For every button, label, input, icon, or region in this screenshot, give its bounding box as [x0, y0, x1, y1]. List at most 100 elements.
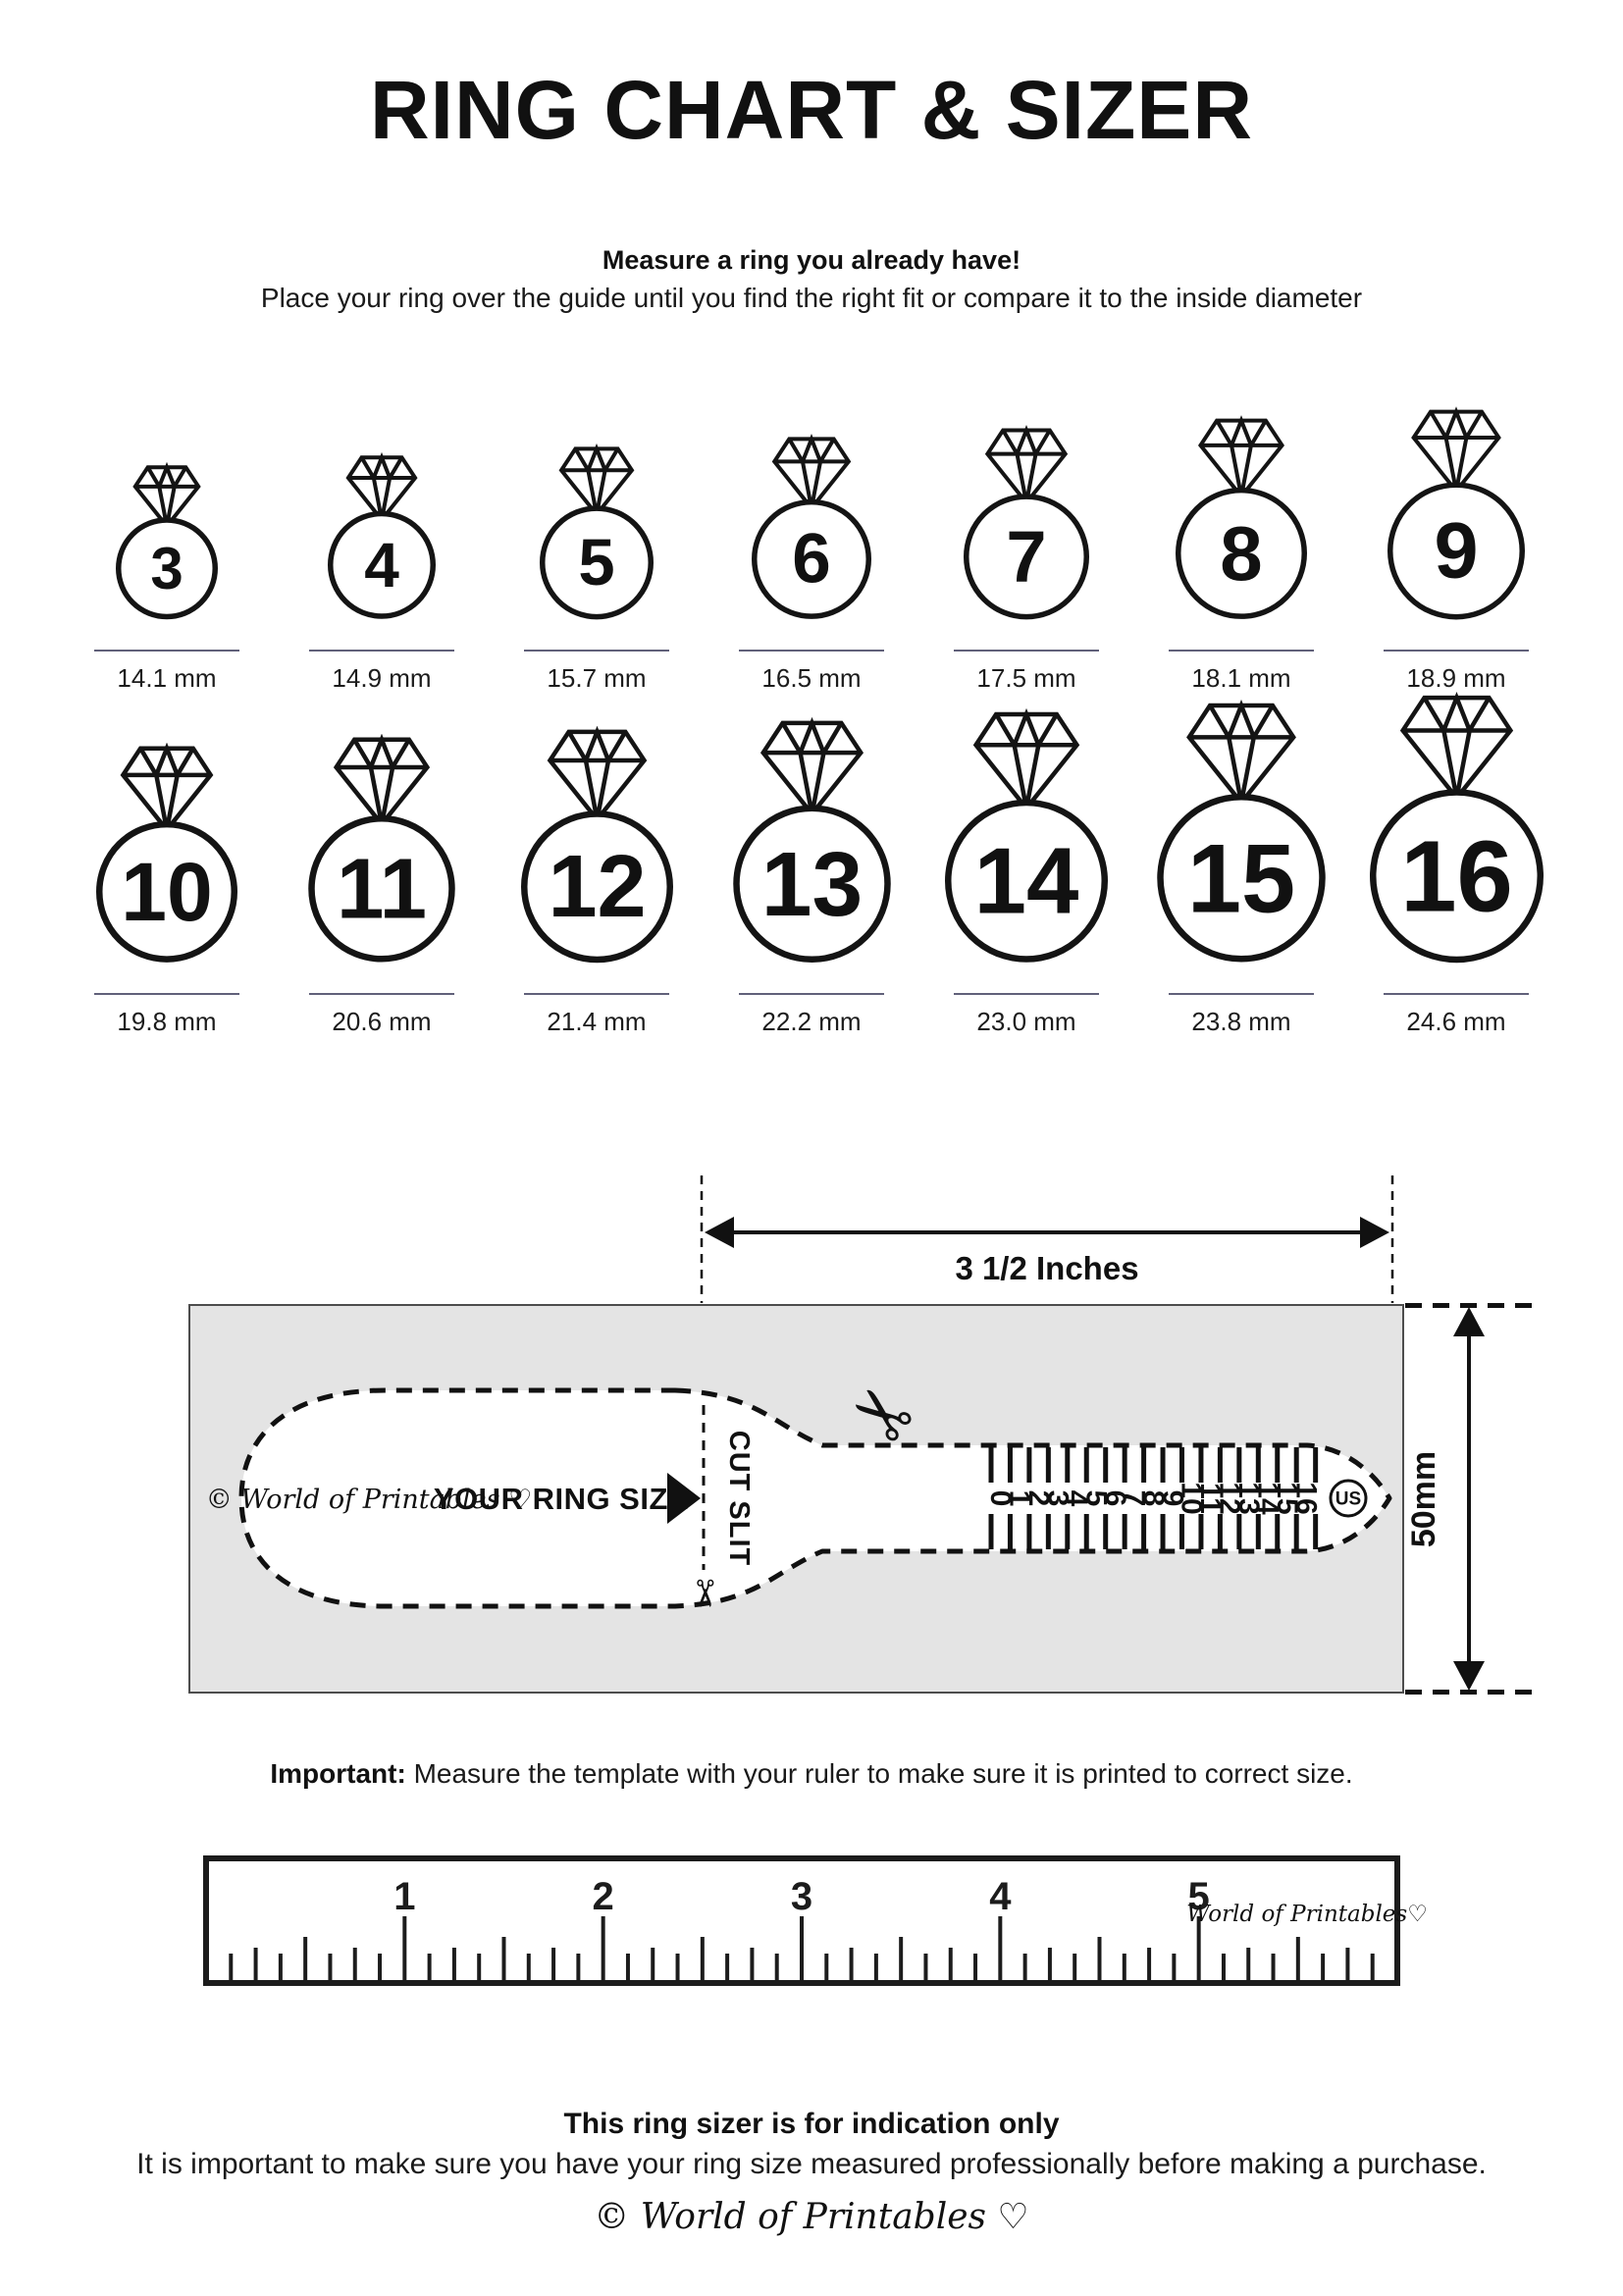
ring-size-number: 5: [578, 526, 614, 600]
diamond-icon: [120, 743, 214, 834]
sizer-scale-number: 6: [1099, 1490, 1131, 1507]
ring-band-circle: [1176, 488, 1307, 620]
ring-icon: 13: [732, 717, 891, 964]
ring-icon: 7: [964, 425, 1089, 620]
cut-slit-label: CUT SLIT: [723, 1431, 755, 1567]
sizer-scale-number: 13: [1232, 1482, 1265, 1514]
ring-diameter-label: 22.2 mm: [761, 1007, 862, 1037]
page-title: RING CHART & SIZER: [370, 64, 1253, 156]
ruler-inch-number: 5: [1188, 1875, 1210, 1918]
ring-diameter-label: 14.1 mm: [117, 663, 217, 694]
ring-size-number: 16: [1400, 820, 1513, 933]
diamond-icon: [972, 708, 1080, 812]
ring-band-circle: [732, 805, 891, 964]
ring-band-circle: [945, 800, 1108, 964]
ring-band-circle: [308, 815, 455, 963]
intro-subheading: Place your ring over the guide until you…: [260, 283, 1363, 313]
ring-size-number: 7: [1006, 516, 1046, 598]
ring-icon: 10: [96, 743, 237, 964]
diamond-icon: [759, 717, 864, 818]
ring-diameter-label: 14.9 mm: [332, 663, 432, 694]
ring-icon: 9: [1387, 406, 1525, 620]
width-dimension-arrow: [705, 1217, 1389, 1248]
ring-band-circle: [1369, 789, 1544, 964]
sizer-cutout-shape: [238, 1387, 1392, 1609]
ring-size-number: 15: [1187, 824, 1295, 933]
ring-size-item: 13 22.2 mm: [705, 717, 919, 1036]
ring-diameter-label: 16.5 mm: [761, 663, 862, 694]
ring-size-item: 3 14.1 mm: [60, 462, 275, 693]
sizer-scale-number: 5: [1079, 1490, 1112, 1507]
ring-size-number: 8: [1220, 510, 1262, 597]
ring-size-number: 14: [974, 829, 1079, 934]
ring-underline: [524, 993, 669, 996]
diamond-icon: [771, 434, 852, 512]
ring-icon: 14: [945, 708, 1108, 964]
diamond-icon: [984, 425, 1069, 507]
sizer-scale-number: 9: [1156, 1490, 1188, 1507]
ring-underline: [94, 650, 239, 652]
sizer-scale-number: 14: [1252, 1482, 1284, 1515]
ring-sizer-template: 3 1/2 Inches 50mm ✂ © World of Printable…: [188, 1175, 1539, 1695]
ring-size-number: 6: [792, 521, 831, 599]
diamond-icon: [1411, 406, 1501, 496]
ring-band-circle: [1387, 482, 1525, 620]
ring-band-circle: [328, 511, 436, 620]
ring-icon: 6: [752, 434, 871, 620]
ring-underline: [1169, 993, 1314, 996]
ring-diameter-label: 17.5 mm: [976, 663, 1076, 694]
your-ring-size-label: YOUR RING SIZE: [434, 1482, 689, 1516]
sizer-scale-number: 10: [1176, 1482, 1208, 1514]
ring-underline: [954, 993, 1099, 996]
ring-diameter-label: 24.6 mm: [1406, 1007, 1506, 1037]
sizer-scale-number: 3: [1042, 1490, 1074, 1507]
ring-underline: [954, 650, 1099, 652]
ring-underline: [1169, 650, 1314, 652]
width-dimension-label: 3 1/2 Inches: [955, 1250, 1138, 1286]
sizer-scale-number: 2: [1022, 1490, 1055, 1507]
important-text: Measure the template with your ruler to …: [405, 1758, 1353, 1789]
ruler-inch-number: 1: [393, 1875, 415, 1918]
ring-size-item: 12 21.4 mm: [490, 726, 705, 1036]
ruler-ticks: [229, 1916, 1375, 1981]
intro-heading: Measure a ring you already have!: [602, 245, 1021, 275]
ring-size-item: 14 23.0 mm: [919, 708, 1134, 1036]
ring-size-item: 6 16.5 mm: [705, 434, 919, 693]
ring-icon: 12: [520, 726, 673, 964]
ring-underline: [524, 650, 669, 652]
diamond-icon: [132, 462, 201, 530]
ring-diameter-label: 23.0 mm: [976, 1007, 1076, 1037]
us-unit-badge: US: [1329, 1479, 1368, 1518]
ring-icon: 3: [116, 462, 218, 620]
sizer-scale-number: 1: [1004, 1490, 1036, 1507]
ring-band-circle: [540, 505, 654, 620]
ring-underline: [739, 650, 884, 652]
sizer-scale-number: 12: [1214, 1482, 1246, 1514]
ring-size-number: 13: [760, 833, 862, 935]
ring-diameter-label: 21.4 mm: [547, 1007, 647, 1037]
ruler-inch-number: 4: [989, 1875, 1012, 1918]
ring-diameter-label: 23.8 mm: [1191, 1007, 1291, 1037]
ring-band-circle: [964, 494, 1089, 620]
sizer-scale-number: 16: [1289, 1482, 1322, 1514]
diamond-icon: [558, 444, 635, 518]
ruler-brand: World of Printables♡: [1186, 1902, 1428, 1927]
height-dimension-arrow: [1405, 1303, 1539, 1695]
diamond-icon: [345, 452, 418, 524]
ring-size-number: 12: [548, 838, 646, 936]
ring-size-number: 10: [121, 846, 212, 938]
ring-size-pointer-icon: [667, 1473, 701, 1524]
ring-size-item: 15 23.8 mm: [1134, 700, 1349, 1036]
cut-slit-scissors-icon: ✂: [683, 1578, 724, 1609]
diamond-icon: [1399, 692, 1513, 803]
footer-brand-logo: © World of Printables ♡: [594, 2197, 1029, 2237]
diamond-icon: [547, 726, 647, 824]
